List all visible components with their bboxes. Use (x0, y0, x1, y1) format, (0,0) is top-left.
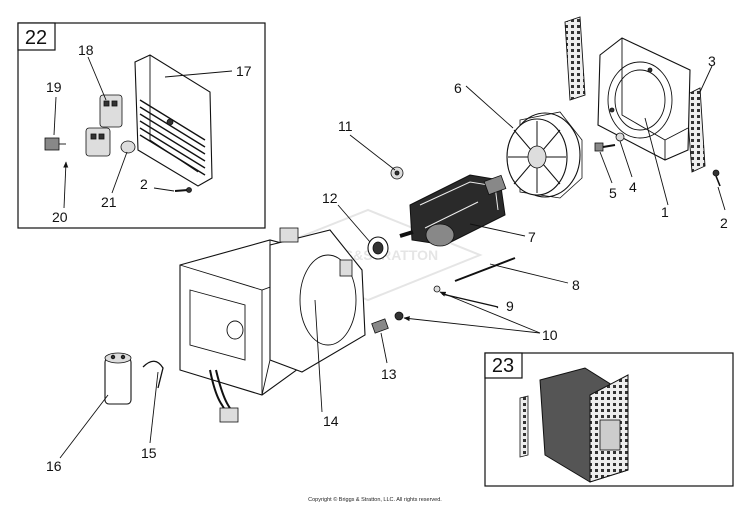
callout-12: 12 (322, 190, 338, 206)
inset-22-label: 22 (25, 27, 47, 49)
callout-5: 5 (609, 185, 617, 201)
stator-housing-part (179, 227, 366, 423)
through-bolt-part (454, 257, 516, 282)
screw-part (174, 187, 192, 193)
bearing-part (367, 236, 389, 260)
receptacle-part (85, 94, 123, 157)
end-housing-part (597, 37, 691, 161)
inset-23: 23 (484, 352, 734, 487)
callout-8: 8 (572, 277, 580, 293)
callout-13: 13 (381, 366, 397, 382)
callout-9: 9 (506, 298, 514, 314)
knob-part (120, 140, 136, 154)
callout-15: 15 (141, 445, 157, 461)
clip-part (142, 360, 164, 389)
callout-16: 16 (46, 458, 62, 474)
screw-part-right (712, 169, 721, 187)
callout-2-inset: 2 (140, 176, 148, 192)
callout-14: 14 (323, 413, 339, 429)
breaker-part (44, 137, 66, 151)
callout-10: 10 (542, 327, 558, 343)
callout-18: 18 (78, 42, 94, 58)
callout-2: 2 (720, 215, 728, 231)
bolt-part (594, 142, 616, 152)
copyright-text: Copyright © Briggs & Stratton, LLC. All … (308, 496, 442, 503)
callout-20: 20 (52, 209, 68, 225)
cover-part (519, 367, 629, 483)
stud-13-part (371, 311, 404, 334)
washer-part (615, 132, 625, 142)
callout-19: 19 (46, 79, 62, 95)
callout-21: 21 (101, 194, 117, 210)
callout-1: 1 (661, 204, 669, 220)
washer-9-part (433, 285, 499, 308)
callout-4: 4 (629, 179, 637, 195)
callout-6: 6 (454, 80, 462, 96)
callout-11: 11 (338, 118, 353, 134)
inset-22: 22 (17, 22, 266, 229)
inset-23-label: 23 (492, 355, 514, 377)
fan-part (506, 111, 583, 199)
callout-17: 17 (236, 63, 252, 79)
rotor-part (399, 174, 507, 247)
capacitor-part (104, 352, 132, 405)
bearing-clip-part (390, 166, 404, 180)
callout-3: 3 (708, 53, 716, 69)
callout-7: 7 (528, 229, 536, 245)
control-panel-part (134, 54, 213, 187)
grill-part (564, 16, 706, 173)
